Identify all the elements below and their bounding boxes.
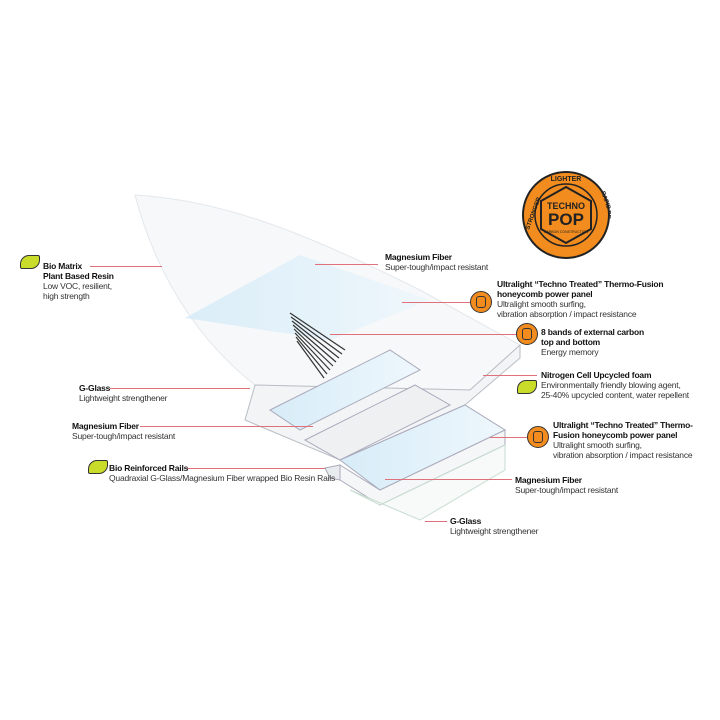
label-g-glass-bottom: G-Glass Lightweight strengthener [450,516,538,536]
subtitle: Lightweight strengthener [79,393,168,403]
logo-pop: POP [548,210,584,229]
subtitle: Ultralight smooth surfing, [497,299,586,309]
subtitle: vibration absorption / impact resistance [497,309,637,319]
title: G-Glass [79,383,111,393]
leader-mag-left [140,426,313,427]
label-mag-top: Magnesium Fiber Super-tough/impact resis… [385,252,488,272]
title: top and bottom [541,337,601,347]
title: Nitrogen Cell Upcycled foam [541,370,652,380]
leader-ultralight-bottom [490,437,527,438]
honeycomb-icon [516,323,538,345]
subtitle: Ultralight smooth surfing, [553,440,642,450]
leader-g-glass-bottom [425,521,447,522]
label-g-glass-left: G-Glass Lightweight strengthener [79,383,167,403]
honeycomb-icon [470,291,492,313]
label-ultralight-bottom: Ultralight “Techno Treated” Thermo- Fusi… [553,420,693,460]
leaf-icon [88,460,108,474]
title: honeycomb power panel [497,289,593,299]
leader-foam [483,375,537,376]
title: Ultralight “Techno Treated” Thermo-Fusio… [497,279,664,289]
leader-ultralight-top [402,302,470,303]
leader-mag-bottom [385,479,512,480]
leader-mag-top [315,264,378,265]
subtitle: Super-tough/impact resistant [515,485,619,495]
subtitle: Super-tough/impact resistant [385,262,489,272]
leader-g-glass-left [110,388,250,389]
title: G-Glass [450,516,482,526]
title: Magnesium Fiber [72,421,139,431]
title: Magnesium Fiber [385,252,452,262]
label-rails: Bio Reinforced Rails Quadraxial G-Glass/… [109,463,335,483]
title: 8 bands of external carbon [541,327,644,337]
logo-techno: TECHNO [547,201,585,211]
subtitle: vibration absorption / impact resistance [553,450,693,460]
magnesium-layer-top [185,255,430,340]
logo-lighter: LIGHTER [551,176,582,183]
magnesium-layer-mid [269,349,421,431]
title: Bio Matrix [43,261,83,271]
leaf-icon [20,255,40,269]
honeycomb-icon [527,426,549,448]
carbon-bands [289,312,346,379]
label-mag-bottom: Magnesium Fiber Super-tough/impact resis… [515,475,618,495]
subtitle: Super-tough/impact resistant [72,431,176,441]
subtitle: Lightweight strengthener [450,526,539,536]
leader-bio-matrix [90,266,162,267]
title: Bio Reinforced Rails [109,463,189,473]
g-glass-bottom [349,444,506,521]
title: Magnesium Fiber [515,475,582,485]
leaf-icon [517,380,537,394]
logo-carbon: CARBON CONSTRUCTION [544,230,589,234]
label-foam: Nitrogen Cell Upcycled foam Environmenta… [541,370,689,400]
techno-pop-logo: TECHNO POP CARBON CONSTRUCTION LIGHTER S… [522,171,611,259]
subtitle: Energy memory [541,347,599,357]
subtitle: Low VOC, resilient, [43,281,112,291]
title: Fusion honeycomb power panel [553,430,678,440]
magnesium-layer-mid2 [303,384,452,461]
leader-carbon [330,334,516,335]
leader-rails [187,468,325,469]
subtitle: Environmentally friendly blowing agent, [541,380,681,390]
rail [324,464,341,481]
label-carbon: 8 bands of external carbon top and botto… [541,327,644,357]
title: Plant Based Resin [43,271,114,281]
subtitle: Quadraxial G-Glass/Magnesium Fiber wrapp… [109,473,336,483]
subtitle: 25-40% upcycled content, water repellent [541,390,689,400]
label-bio-matrix: Bio Matrix Plant Based Resin Low VOC, re… [43,261,114,301]
subtitle: high strength [43,291,90,301]
label-ultralight-top: Ultralight “Techno Treated” Thermo-Fusio… [497,279,664,319]
label-mag-left: Magnesium Fiber Super-tough/impact resis… [72,421,175,441]
title: Ultralight “Techno Treated” Thermo- [553,420,693,430]
